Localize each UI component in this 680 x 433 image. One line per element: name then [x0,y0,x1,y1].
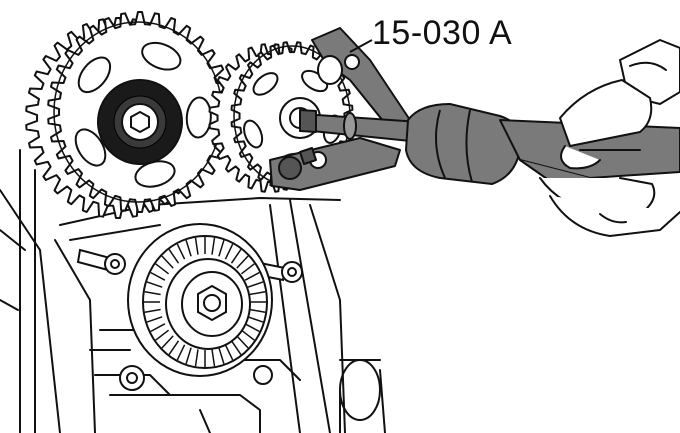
tensioner-pulley [127,223,273,377]
left-sprocket-spoke-holes [74,41,212,188]
bolt-bottom-center [253,365,273,385]
pulley-rib [244,271,260,281]
spoke-hole [77,56,112,94]
pulley-rib [144,308,161,313]
pulley-rib [144,291,161,296]
pulley-rib [249,291,266,296]
pulley-rib [247,316,264,323]
pulley-rib [230,340,242,356]
pulley-rib [155,263,170,275]
callout-leader-line [349,39,373,53]
tool-callout-label: 15-030 A [372,14,513,52]
pulley-rib [150,323,166,333]
pulley-rib [236,335,249,349]
ratchet-grip [405,103,522,185]
pulley-rib [211,237,216,255]
spoke-hole [185,96,212,139]
pulley-rib [244,323,260,333]
pulley-rib [236,255,249,269]
spoke-hole [252,72,279,96]
hand [539,39,680,237]
left-camshaft-sprocket [25,11,233,219]
pulley-rib [224,344,234,361]
pulley-rib [249,308,266,313]
pulley-rib [185,347,192,365]
engine-block-outline [0,149,386,433]
pulley-rib [211,349,216,367]
pulley-rib [240,329,255,341]
bolt-left [76,248,126,275]
spoke-hole [141,41,182,71]
pulley-rib [176,344,186,361]
pulley-ribs [144,237,266,367]
pulley-rib [161,335,174,349]
pulley-rib [146,316,163,323]
pulley-rib [240,263,255,275]
pulley-rib [185,239,192,257]
pulley-rib [224,243,234,260]
pulley-rib [168,340,180,356]
pulley-rib [161,255,174,269]
spoke-hole [243,119,264,149]
pulley-rib [150,271,166,281]
bolt-bottom-left [119,365,145,391]
pulley-rib [168,248,180,264]
pulley-rib [218,347,225,365]
sprocket-holding-tool [269,27,411,191]
pulley-rib [194,237,199,255]
pulley-rib [247,281,264,288]
pulley-rib [218,239,225,257]
pulley-rib [146,281,163,288]
spoke-hole [74,128,107,167]
pulley-rib [194,349,199,367]
pulley-rib [176,243,186,260]
pulley-rib [230,248,242,264]
pulley-rib [155,329,170,341]
